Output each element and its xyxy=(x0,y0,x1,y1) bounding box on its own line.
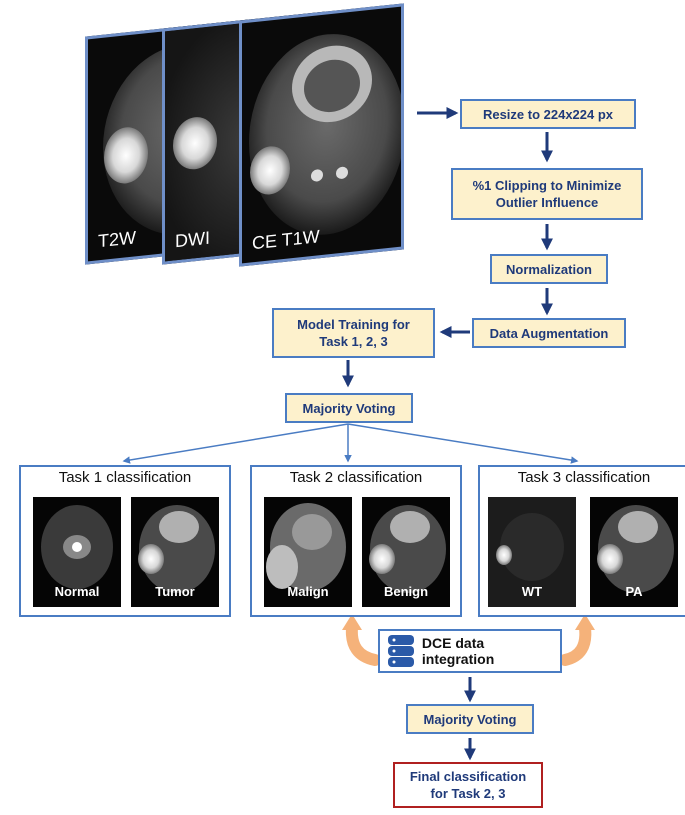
step-training: Model Training for Task 1, 2, 3 xyxy=(272,308,435,358)
task2-benign-thumb: Benign xyxy=(362,497,450,607)
step-clipping-line1: %1 Clipping to Minimize xyxy=(472,178,622,193)
step-clipping-line2: Outlier Influence xyxy=(495,195,599,210)
step-majority-voting-1: Majority Voting xyxy=(285,393,413,423)
task3-wt-thumb: WT xyxy=(488,497,576,607)
step-augmentation: Data Augmentation xyxy=(472,318,626,348)
step-augmentation-label: Data Augmentation xyxy=(489,325,609,341)
task2-malign-thumb: Malign xyxy=(264,497,352,607)
orange-arrow-right xyxy=(559,622,592,666)
branch-task3 xyxy=(347,423,579,464)
step-clipping: %1 Clipping to Minimize Outlier Influenc… xyxy=(451,168,643,220)
orange-arrow-left xyxy=(345,622,381,666)
task1-normal-thumb: Normal xyxy=(33,497,121,607)
branch-task1 xyxy=(122,423,349,464)
task2-title: Task 2 classification xyxy=(289,469,423,486)
step-resize: Resize to 224x224 px xyxy=(460,99,636,129)
task1-normal-label: Normal xyxy=(54,584,100,599)
dce-integration-box: DCE data integration xyxy=(378,629,562,673)
task1-panel: Task 1 classification Normal Tumor xyxy=(19,465,231,617)
task1-tumor-label: Tumor xyxy=(155,584,195,599)
task3-panel: Task 3 classification WT PA xyxy=(478,465,685,617)
final-line1: Final classification xyxy=(409,769,527,784)
final-line2: for Task 2, 3 xyxy=(430,786,506,801)
task3-pa-thumb: PA xyxy=(590,497,678,607)
task2-panel: Task 2 classification Malign Benign xyxy=(250,465,462,617)
step-normalization: Normalization xyxy=(490,254,608,284)
task3-pa-label: PA xyxy=(625,584,643,599)
mri-slice-ce-t1w: CE T1W xyxy=(239,3,404,267)
step-training-line1: Model Training for xyxy=(297,317,410,332)
voting1-label: Majority Voting xyxy=(302,400,396,416)
task1-title: Task 1 classification xyxy=(58,469,192,486)
step-majority-voting-2: Majority Voting xyxy=(406,704,534,734)
task2-malign-label: Malign xyxy=(287,584,329,599)
task2-benign-label: Benign xyxy=(383,584,429,599)
step-training-line2: Task 1, 2, 3 xyxy=(319,334,388,349)
dce-label: DCE data integration xyxy=(421,635,495,667)
ce-t1w-image xyxy=(249,34,404,235)
task1-tumor-thumb: Tumor xyxy=(131,497,219,607)
voting2-label: Majority Voting xyxy=(423,711,517,727)
final-classification-box: Final classification for Task 2, 3 xyxy=(393,762,543,808)
task3-wt-label: WT xyxy=(521,584,543,599)
database-icon xyxy=(388,635,414,667)
step-normalization-label: Normalization xyxy=(506,261,592,277)
task3-title: Task 3 classification xyxy=(517,469,651,486)
step-resize-label: Resize to 224x224 px xyxy=(482,106,614,122)
